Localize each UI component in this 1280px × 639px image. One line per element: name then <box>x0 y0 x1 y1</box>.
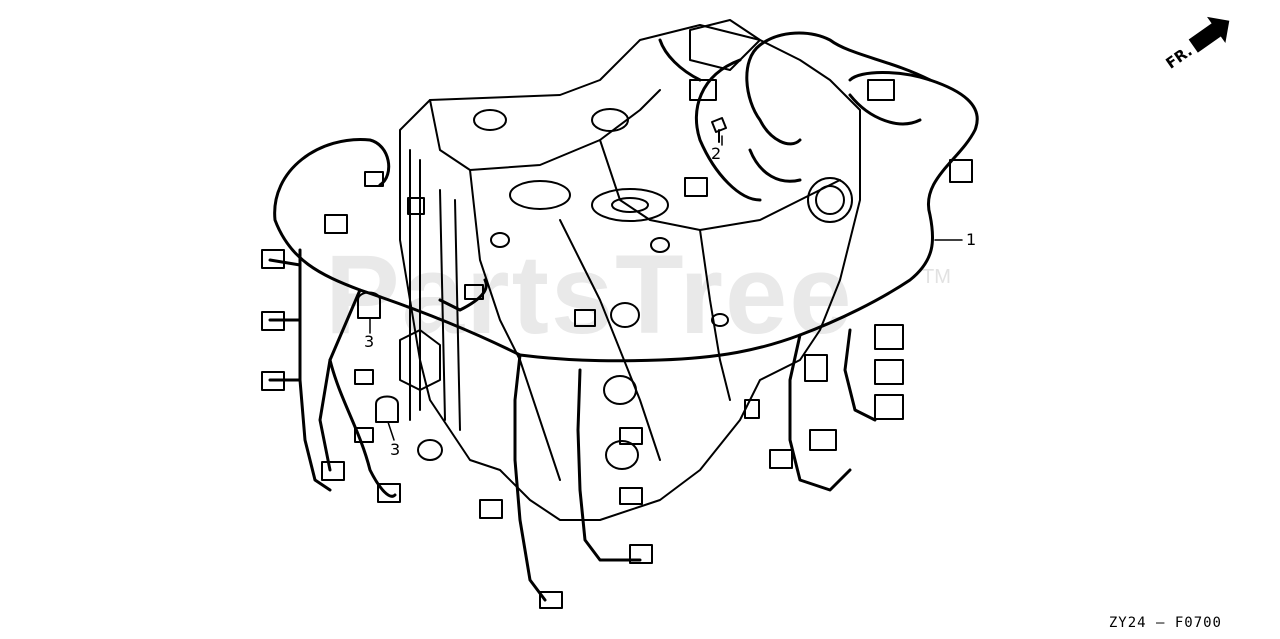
direction-label: FR. <box>1162 42 1195 72</box>
connectors <box>261 79 973 609</box>
engine-block <box>399 19 861 521</box>
callout-3-lower: 3 <box>390 440 401 459</box>
bolt <box>711 117 727 143</box>
watermark: PartsTree <box>325 232 854 357</box>
harness-clamps <box>357 291 399 423</box>
leader-lines <box>369 135 963 441</box>
callout-3-upper: 3 <box>364 332 375 351</box>
forward-arrow-icon: FR. <box>1158 12 1240 73</box>
callout-2: 2 <box>711 144 722 163</box>
wire-harness <box>268 31 979 602</box>
callout-1: 1 <box>966 230 977 249</box>
figure-code: ZY24 – F0700 <box>1108 615 1222 631</box>
watermark-trademark: TM <box>922 266 951 288</box>
